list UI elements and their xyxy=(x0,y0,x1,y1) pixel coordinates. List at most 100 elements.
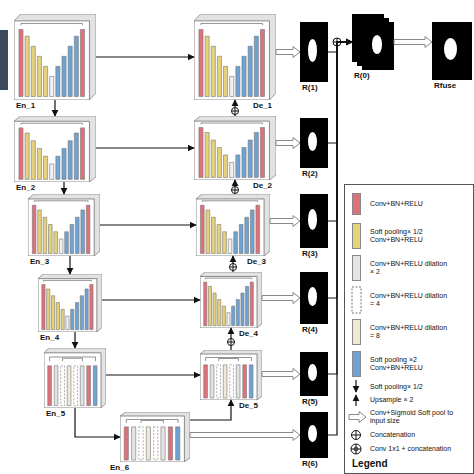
layer-bar xyxy=(230,76,234,96)
output-map: R(5) xyxy=(300,352,328,396)
network-block: En_5 xyxy=(44,348,106,408)
layer-bar xyxy=(236,300,239,326)
network-block: En_1 xyxy=(14,14,96,100)
block-label: R(3) xyxy=(302,249,318,258)
block-face xyxy=(38,279,97,332)
mask-blob xyxy=(444,38,457,60)
layer-bar xyxy=(243,365,247,398)
layer-bar xyxy=(56,303,59,330)
block-shadow xyxy=(28,194,100,256)
layer-bar xyxy=(204,282,207,326)
layer-bar xyxy=(81,210,85,254)
concat-plus xyxy=(230,264,237,271)
layer-bar xyxy=(67,366,71,406)
output-map: R(6) xyxy=(300,412,328,458)
skip-bracket xyxy=(126,420,178,424)
layer-bar xyxy=(87,366,91,406)
concat-circle xyxy=(351,444,361,454)
layer-bar xyxy=(61,309,64,329)
legend-text: Conv 1x1 + concatenation xyxy=(370,443,470,455)
block-label: Rfuse xyxy=(434,81,456,90)
concat-circle xyxy=(232,108,239,115)
layer-bar xyxy=(224,66,228,96)
layer-bar xyxy=(47,289,50,330)
block-shadow xyxy=(194,14,276,100)
output-map: R(1) xyxy=(300,22,328,82)
layer-bar xyxy=(38,210,42,254)
connector xyxy=(190,400,231,420)
layer-bar xyxy=(76,217,80,253)
legend-swatch xyxy=(352,255,361,281)
layer-bar xyxy=(68,46,72,96)
block-label: De_4 xyxy=(239,329,258,338)
network-block: En_2 xyxy=(14,116,96,182)
mask-blob xyxy=(308,39,317,62)
block-graphic xyxy=(14,116,96,182)
layer-bar xyxy=(230,365,234,398)
block-shadow xyxy=(38,274,102,332)
concat-plus xyxy=(232,108,239,115)
layer-bar xyxy=(32,205,36,253)
layer-bar xyxy=(48,366,52,406)
layer-bar xyxy=(232,306,235,326)
block-label: De_5 xyxy=(239,401,258,410)
layer-bar xyxy=(248,140,252,177)
block-face xyxy=(194,21,269,100)
layer-bar xyxy=(37,56,41,96)
connector xyxy=(328,42,352,52)
connector xyxy=(328,42,352,221)
concat-plus xyxy=(352,431,361,440)
layer-bar xyxy=(200,205,204,253)
block-face xyxy=(120,416,184,462)
layer-bar xyxy=(93,366,97,406)
mask-blob xyxy=(372,35,382,53)
layer-bar xyxy=(218,300,221,326)
layer-bar xyxy=(80,128,84,179)
layer-bar xyxy=(168,427,172,460)
layer-bar xyxy=(80,29,84,96)
skip-bracket xyxy=(21,123,83,124)
legend-box xyxy=(345,185,474,474)
layer-bar xyxy=(62,56,66,96)
layer-bar xyxy=(80,366,84,406)
legend-swatch xyxy=(352,351,361,377)
legend-swatch xyxy=(352,193,361,215)
concat-circle xyxy=(230,264,237,271)
legend-text: Soft pooling× 1/2 xyxy=(370,380,470,393)
connector xyxy=(75,408,120,437)
output-map: R(2) xyxy=(300,118,328,168)
layer-bar xyxy=(217,56,221,96)
layer-bar xyxy=(146,427,150,460)
legend-text: Conv+Sigmoid Soft pool to input size xyxy=(370,407,470,427)
layer-bar xyxy=(230,162,234,177)
layer-bar xyxy=(246,286,249,325)
layer-bar xyxy=(239,225,243,254)
layer-bar xyxy=(205,36,209,96)
connector xyxy=(234,180,235,194)
output-map: R(4) xyxy=(300,272,328,324)
block-face xyxy=(200,276,257,328)
skip-bracket xyxy=(201,23,263,25)
legend-sample xyxy=(354,447,358,451)
output-arrow xyxy=(262,369,300,380)
legend-title: Legend xyxy=(352,458,388,469)
layer-bar xyxy=(217,365,221,398)
concat-circle xyxy=(232,187,239,194)
block-graphic xyxy=(196,194,270,256)
block-label: R(4) xyxy=(302,325,318,334)
layer-bar xyxy=(70,225,74,254)
block-graphic xyxy=(120,412,190,462)
layer-bar xyxy=(199,128,203,178)
block-shadow xyxy=(200,350,262,400)
layer-bar xyxy=(31,141,35,180)
output-arrow xyxy=(394,37,432,48)
layer-bar xyxy=(256,205,260,253)
layer-bar xyxy=(205,133,209,178)
layer-bar xyxy=(236,66,240,96)
layer-bar xyxy=(61,366,65,406)
layer-bar xyxy=(66,316,69,330)
layer-bar xyxy=(59,239,63,254)
layer-bar xyxy=(212,217,216,253)
layer-bar xyxy=(44,66,48,96)
skip-bracket xyxy=(34,201,88,202)
